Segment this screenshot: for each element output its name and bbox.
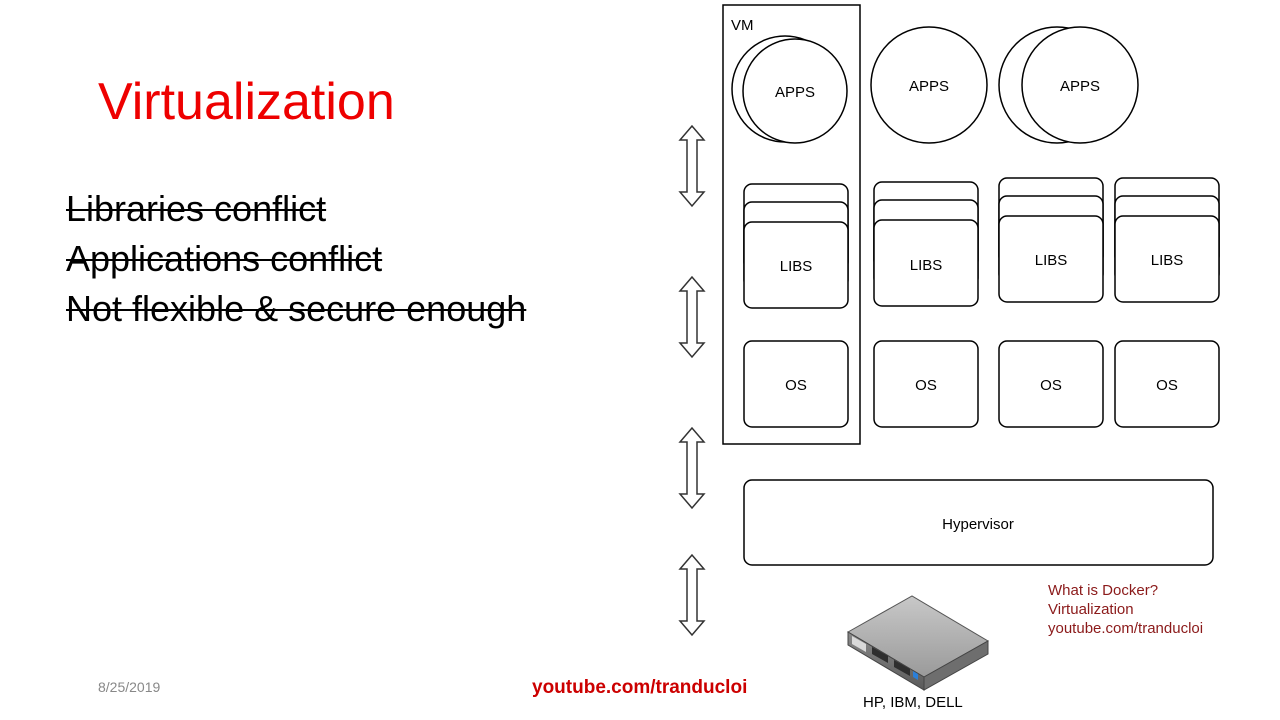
caption-line-channel: youtube.com/tranducloi: [1048, 620, 1204, 637]
slide-title: Virtualization: [98, 73, 395, 131]
double-arrow-apps-libs: [678, 124, 706, 208]
rack-server-icon: [846, 595, 990, 691]
os-box-2: OS: [873, 340, 979, 428]
libs-stack-4: LIBS: [1114, 177, 1220, 303]
os-box-3: OS: [998, 340, 1104, 428]
struck-item-applications: Applications conflict: [66, 238, 383, 279]
struck-problem-list: Libraries conflict Applications conflict…: [66, 184, 526, 334]
vm-frame: [722, 4, 861, 445]
double-arrow-hypervisor-hardware: [678, 553, 706, 637]
slide-date: 8/25/2019: [98, 679, 161, 695]
caption-line-question: What is Docker?: [1048, 582, 1159, 599]
os-label-2: OS: [915, 377, 937, 394]
footer-youtube-link[interactable]: youtube.com/tranducloi: [532, 677, 748, 698]
libs-stack-3: LIBS: [998, 177, 1104, 303]
apps-stack-3: APPS: [998, 26, 1139, 144]
hypervisor-label: Hypervisor: [942, 516, 1014, 533]
libs-stack-1: LIBS: [743, 183, 849, 309]
libs-stack-2: LIBS: [873, 181, 979, 307]
hardware-vendors-label: HP, IBM, DELL: [863, 694, 963, 711]
video-caption: What is Docker? Virtualization youtube.c…: [1048, 581, 1203, 638]
double-arrow-libs-os: [678, 275, 706, 359]
libs-label-4: LIBS: [1151, 252, 1184, 269]
libs-label-3: LIBS: [1035, 252, 1068, 269]
os-label-1: OS: [785, 377, 807, 394]
os-label-4: OS: [1156, 377, 1178, 394]
apps-label-3: APPS: [1060, 78, 1100, 95]
libs-label-1: LIBS: [780, 258, 813, 275]
apps-stack-1: APPS: [731, 35, 848, 144]
libs-label-2: LIBS: [910, 257, 943, 274]
apps-stack-2: APPS: [870, 26, 988, 144]
double-arrow-os-hypervisor: [678, 426, 706, 510]
struck-item-flexibility: Not flexible & secure enough: [66, 288, 527, 329]
os-box-4: OS: [1114, 340, 1220, 428]
os-label-3: OS: [1040, 377, 1062, 394]
caption-line-topic: Virtualization: [1048, 601, 1134, 618]
os-box-1: OS: [743, 340, 849, 428]
hypervisor-box: Hypervisor: [743, 479, 1214, 566]
vm-label: VM: [731, 17, 754, 34]
apps-label-1: APPS: [775, 84, 815, 101]
apps-label-2: APPS: [909, 78, 949, 95]
struck-item-libraries: Libraries conflict: [66, 188, 327, 229]
